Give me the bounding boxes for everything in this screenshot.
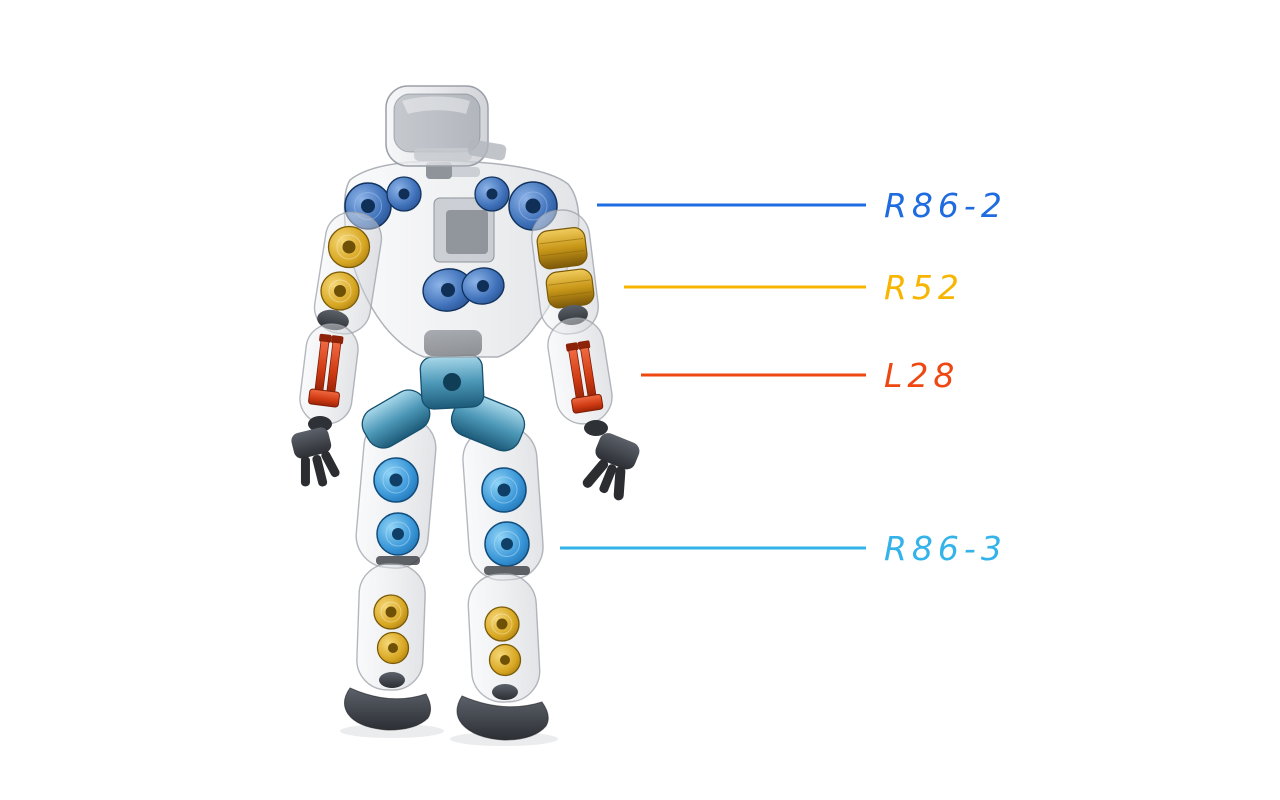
left-linear-actuator [308,333,344,408]
callout-label-l28: L28 [884,356,959,395]
waist-actuators [422,267,505,312]
left-knee-bracket [376,556,420,565]
right-wrist-joint [584,420,608,436]
left-knee-actuator [376,512,420,556]
right-knee-bracket [484,566,530,575]
right-leg [456,425,549,741]
chest-panel [446,210,488,254]
left-arm [291,211,383,487]
right-knee-actuator [484,521,530,567]
right-hand-gripper [582,433,640,501]
head [385,85,507,179]
left-wrist-joint [308,416,332,432]
right-elbow-actuators [536,227,595,309]
right-ankle-actuators [484,606,522,677]
callout-label-r52: R52 [884,268,964,307]
right-arm [531,209,640,501]
visor-highlight [402,96,470,114]
annotations-layer: R86-2 R52 L28 R86-3 [560,186,1007,568]
hip-hub [443,373,461,391]
left-elbow-actuators [320,225,371,311]
chin-guard [414,148,472,161]
right-foot [456,695,549,741]
left-foot [344,687,432,731]
right-thigh-actuator [481,467,527,513]
left-hand-gripper [291,427,340,487]
left-thigh-actuator [373,457,419,503]
chest-unit [433,197,495,263]
left-ankle-actuators [373,594,410,665]
left-ankle-joint [379,672,405,688]
right-ankle-joint [492,684,518,700]
left-leg [344,415,437,731]
robot-illustration [291,85,640,746]
head-bracket [467,139,507,161]
head-shell [385,85,489,167]
callout-label-r86-3: R86-3 [884,529,1007,568]
callout-label-r86-2: R86-2 [884,186,1007,225]
right-linear-actuator [565,340,604,414]
